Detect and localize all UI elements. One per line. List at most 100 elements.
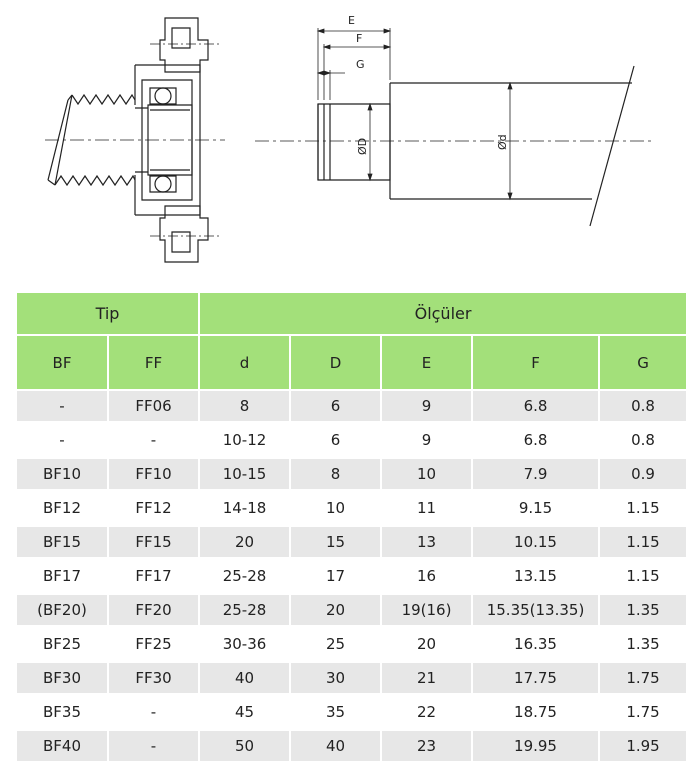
cell-d-large: 40 [289,729,383,765]
cell-d-small: 10-15 [198,457,292,493]
cell-bf: - [15,390,109,425]
column-header-e: E [380,334,474,391]
cell-ff: FF15 [106,525,201,561]
cell-f: 7.9 [471,457,601,493]
dim-label-D: ØD [356,138,369,155]
cell-d-small: 50 [198,729,292,765]
cell-g: 1.15 [598,525,689,561]
cell-g: 1.35 [598,593,689,629]
cell-f: 6.8 [471,390,601,425]
cell-ff: FF25 [106,627,201,663]
cell-f: 6.8 [471,423,601,459]
cell-bf: BF17 [15,559,109,595]
cell-g: 1.15 [598,491,689,527]
cell-bf: BF12 [15,491,109,527]
cell-e: 23 [380,729,474,765]
cell-ff: - [106,695,201,731]
cell-d-large: 35 [289,695,383,731]
column-header-d-large: D [289,334,383,391]
cell-d-small: 25-28 [198,559,292,595]
dim-label-d: Ød [496,134,509,150]
cell-ff: FF17 [106,559,201,595]
cell-ff: - [106,729,201,765]
column-header-g: G [598,334,689,391]
cell-g: 0.8 [598,423,689,459]
cell-e: 22 [380,695,474,731]
cell-bf: BF10 [15,457,109,493]
cell-d-small: 30-36 [198,627,292,663]
cell-g: 1.95 [598,729,689,765]
cell-d-large: 15 [289,525,383,561]
cell-d-large: 30 [289,661,383,697]
cell-ff: FF06 [106,390,201,425]
dim-label-G: G [356,58,365,71]
header-tip: Tip [14,291,201,336]
cell-f: 16.35 [471,627,601,663]
cell-e: 9 [380,423,474,459]
cell-e: 10 [380,457,474,493]
cell-ff: FF10 [106,457,201,493]
cell-d-large: 6 [289,423,383,459]
left-center-lines [45,43,225,237]
column-header-f: F [471,334,601,391]
cell-d-large: 20 [289,593,383,629]
cell-bf: BF25 [15,627,109,663]
cell-d-large: 25 [289,627,383,663]
technical-drawing: E F G ØD Ød [0,0,700,285]
cell-f: 10.15 [471,525,601,561]
cell-g: 1.75 [598,695,689,731]
cell-e: 11 [380,491,474,527]
cell-bf: (BF20) [15,593,109,629]
bearing-housing-section [47,17,209,263]
cell-e: 16 [380,559,474,595]
cell-g: 0.9 [598,457,689,493]
cell-d-large: 6 [289,390,383,425]
column-header-ff: FF [106,334,201,391]
header-olculer: Ölçüler [198,291,689,336]
cell-ff: FF30 [106,661,201,697]
cell-ff: - [106,423,201,459]
cell-f: 19.95 [471,729,601,765]
cell-bf: - [15,423,109,459]
column-header-bf: BF [15,334,109,391]
cell-d-small: 8 [198,390,292,425]
cell-d-small: 40 [198,661,292,697]
dim-label-F: F [356,32,362,45]
cell-ff: FF20 [106,593,201,629]
cell-d-large: 10 [289,491,383,527]
cell-d-small: 10-12 [198,423,292,459]
cell-g: 1.75 [598,661,689,697]
cell-bf: BF30 [15,661,109,697]
cell-g: 1.35 [598,627,689,663]
cell-bf: BF15 [15,525,109,561]
cell-e: 13 [380,525,474,561]
cell-f: 13.15 [471,559,601,595]
cell-d-small: 25-28 [198,593,292,629]
cell-g: 0.8 [598,390,689,425]
cell-g: 1.15 [598,559,689,595]
column-header-d-small: d [198,334,292,391]
cell-d-small: 45 [198,695,292,731]
cell-ff: FF12 [106,491,201,527]
dimension-lines [255,28,655,201]
cell-bf: BF40 [15,729,109,765]
dim-label-E: E [348,14,355,27]
cell-d-small: 14-18 [198,491,292,527]
cell-e: 9 [380,390,474,425]
cell-bf: BF35 [15,695,109,731]
cell-f: 17.75 [471,661,601,697]
cell-d-large: 8 [289,457,383,493]
cell-d-large: 17 [289,559,383,595]
